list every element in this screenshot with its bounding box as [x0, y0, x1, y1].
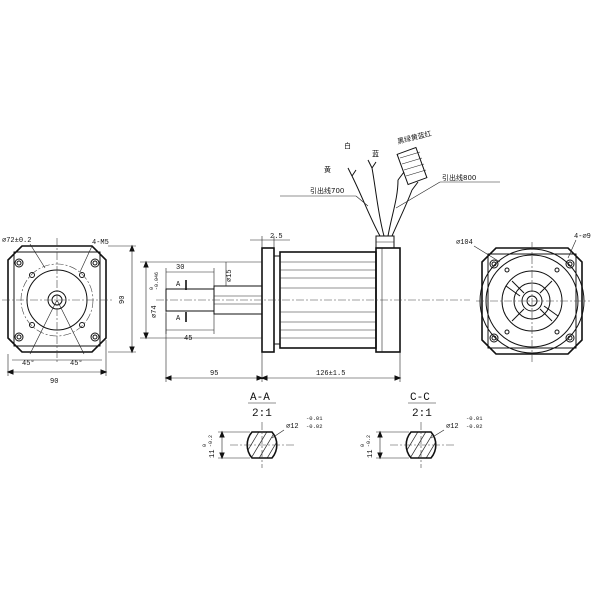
section-cc-flat-tol-lower: -0.2	[366, 435, 372, 447]
section-cc-scale: 2:1	[412, 408, 432, 420]
section-aa-flat: 11	[209, 450, 217, 458]
front-corner-holes	[14, 258, 100, 342]
body-fins	[280, 261, 376, 339]
front-height-label: 90	[119, 296, 127, 304]
wire-colors-group: 黑绿黄蓝红	[396, 129, 432, 146]
front-flange-outline	[7, 245, 107, 353]
section-cc-profile	[405, 431, 437, 459]
side-pilot-label: ⌀74	[151, 305, 159, 318]
lead2-label: 引出线800	[442, 173, 476, 182]
front-angle-left: 45°	[22, 359, 35, 368]
side-pilot-tol-lower: -0.046	[154, 272, 160, 290]
front-angle-right: 45°	[70, 359, 83, 368]
front-view: ⌀72±0.2 4-M5 45° 45° 90 90	[2, 237, 136, 386]
front-bolt-label: 4-M5	[92, 239, 109, 247]
front-pcd-label: ⌀72±0.2	[2, 237, 31, 245]
rear-dia-label: ⌀104	[456, 239, 473, 247]
section-cc-title: C-C	[410, 392, 430, 404]
lead1-label: 引出线700	[310, 186, 344, 195]
section-marker-top: A	[176, 281, 181, 289]
wire-connector	[396, 146, 428, 191]
side-shaft-total-label: 95	[210, 370, 218, 378]
section-cc-flat: 11	[367, 450, 375, 458]
side-key-len-label: 45	[184, 335, 192, 343]
section-cc-dia: ⌀12	[446, 423, 459, 431]
side-pilot-tol-upper: 0	[149, 287, 155, 290]
wire-yellow: 黄	[324, 165, 331, 174]
section-aa-dia: ⌀12	[286, 423, 299, 431]
section-marker-bottom: A	[176, 315, 181, 323]
section-aa-flat-tol-lower: -0.2	[208, 435, 214, 447]
front-width-label: 90	[50, 378, 58, 386]
section-cc: C-C 2:1 ⌀12 -0.01 -0.02 11 0 -0.2	[360, 392, 483, 468]
wire-leads: 黑绿黄蓝红 黄 白 蓝 引出线700 引出线800	[280, 129, 500, 237]
section-aa: A-A 2:1 ⌀12 -0.01 -0.02 11 0	[202, 392, 323, 468]
section-aa-tol-lower: -0.02	[306, 423, 323, 430]
side-view: ⌀74 0 -0.046 30 ⌀15 A A 45 2.5 95 126±1.…	[140, 233, 470, 382]
side-shaft-dia-label: ⌀15	[226, 269, 234, 282]
side-flange-label: 2.5	[270, 233, 283, 241]
section-cc-tol-upper: -0.01	[466, 415, 483, 422]
front-m5-holes	[29, 272, 85, 328]
section-aa-profile	[246, 431, 278, 459]
rear-view: ⌀104 4-⌀9	[456, 233, 591, 362]
wire-blue: 蓝	[372, 149, 379, 158]
side-body-len-label: 126±1.5	[316, 370, 345, 378]
side-shaft-len-label: 30	[176, 264, 184, 272]
rear-corner-holes	[489, 259, 575, 343]
section-aa-title: A-A	[250, 392, 270, 404]
rear-hole-label: 4-⌀9	[574, 233, 591, 241]
wire-white: 白	[344, 141, 351, 150]
section-aa-flat-tol-upper: 0	[202, 444, 208, 447]
section-cc-tol-lower: -0.02	[466, 423, 483, 430]
section-aa-scale: 2:1	[252, 408, 272, 420]
section-cc-flat-tol-upper: 0	[360, 444, 366, 447]
section-aa-tol-upper: -0.01	[306, 415, 323, 422]
